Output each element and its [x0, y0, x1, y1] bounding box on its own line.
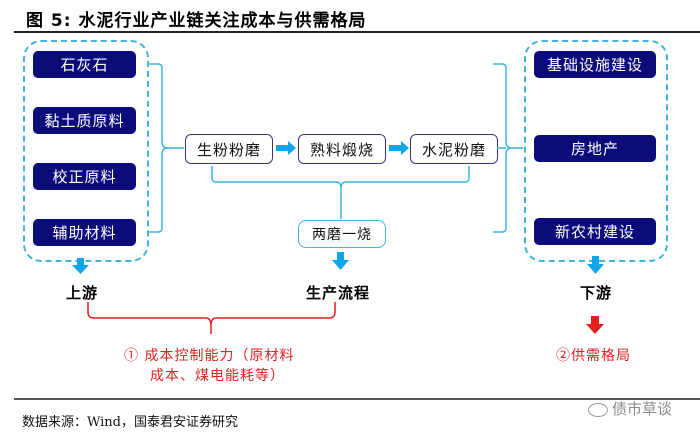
- cost-control-text: ① 成本控制能力（原材料 成本、煤电能耗等）: [124, 346, 294, 386]
- cost-bracket: [87, 302, 336, 327]
- watermark-text: 债市草谈: [612, 400, 673, 418]
- arrow-right-icon: [276, 141, 296, 155]
- cost-control-line2: 成本、煤电能耗等）: [150, 368, 285, 384]
- bottom-divider: [14, 398, 700, 400]
- supply-demand-text: ②供需格局: [556, 348, 631, 364]
- arrow-down-icon: [587, 256, 604, 274]
- process-summary-box: 两磨一烧: [298, 220, 386, 248]
- data-source: 数据来源：Wind，国泰君安证券研究: [22, 415, 238, 430]
- figure-title: 图 5: 水泥行业产业链关注成本与供需格局: [26, 11, 367, 31]
- upstream-item: 辅助材料: [33, 219, 136, 246]
- production-label: 生产流程: [306, 284, 371, 302]
- process-step: 熟料煅烧: [298, 134, 386, 164]
- upstream-item: 校正原料: [33, 163, 136, 190]
- downstream-label: 下游: [580, 284, 613, 302]
- red-arrow-down-icon: [586, 316, 604, 334]
- cost-control-line1: ① 成本控制能力（原材料: [124, 348, 295, 364]
- top-divider: [14, 31, 700, 33]
- arrow-down-icon: [72, 258, 89, 274]
- chat-bubble-icon: [588, 402, 608, 417]
- downstream-item: 基础设施建设: [534, 51, 656, 78]
- downstream-item: 房地产: [534, 135, 656, 162]
- process-step: 水泥粉磨: [410, 134, 498, 164]
- downstream-item: 新农村建设: [534, 218, 656, 245]
- production-bracket: [211, 166, 470, 189]
- upstream-group: [23, 40, 149, 262]
- upstream-bracket: [148, 63, 169, 233]
- upstream-label: 上游: [66, 284, 99, 302]
- upstream-item: 石灰石: [33, 51, 136, 78]
- arrow-right-icon: [389, 141, 409, 155]
- process-step: 生粉粉磨: [185, 134, 273, 164]
- arrow-down-icon: [332, 252, 349, 270]
- watermark: 债市草谈: [588, 398, 672, 419]
- upstream-item: 黏土质原料: [33, 107, 136, 134]
